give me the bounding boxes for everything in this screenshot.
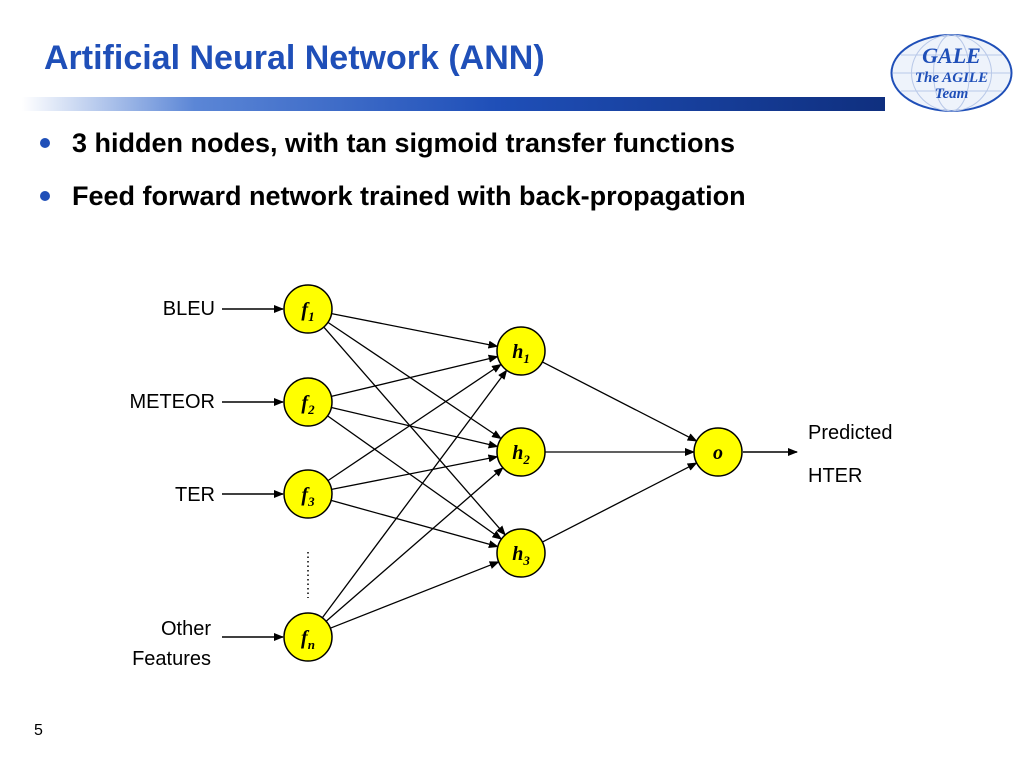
svg-text:h2: h2 [512, 442, 530, 467]
output-label-hter: HTER [808, 465, 862, 487]
input-label-ter: TER [175, 484, 215, 506]
logo-text-gale: GALE [922, 43, 981, 68]
svg-text:f3: f3 [301, 484, 315, 509]
node-subscript: 2 [522, 452, 530, 467]
node-label: f [301, 299, 310, 321]
bullet-dot-icon [40, 190, 50, 201]
node-label: f [301, 627, 310, 649]
svg-text:fn: fn [301, 627, 315, 652]
logo-text-the-agile: The AGILE [915, 70, 988, 86]
connection-line [327, 321, 502, 440]
node-label: f [301, 392, 310, 414]
node-label: h [512, 442, 523, 464]
node-label: o [713, 442, 723, 464]
node-label: h [512, 341, 523, 363]
connection-line [327, 363, 502, 482]
hidden-node-h1: h1 [496, 326, 546, 376]
hidden-node-h2: h2 [496, 427, 546, 477]
node-subscript: 1 [523, 351, 530, 366]
input-node-f3: f3 [283, 469, 333, 519]
connection-line [330, 499, 499, 549]
output-label-predicted: Predicted [808, 422, 893, 444]
bullet-item: Feed forward network trained with back-p… [40, 180, 746, 212]
bullet-text: 3 hidden nodes, with tan sigmoid transfe… [72, 128, 736, 158]
node-label: f [301, 484, 310, 506]
connection-line [330, 561, 500, 629]
slide-number: 5 [34, 722, 43, 739]
node-label: h [512, 543, 523, 565]
connection-line [321, 369, 508, 619]
connection-line [331, 454, 499, 490]
connection-line [327, 415, 503, 540]
title-underline-bar [22, 97, 885, 111]
connection-line [331, 406, 499, 449]
bullet-text: Feed forward network trained with back-p… [72, 181, 746, 211]
logo-text-team: Team [935, 86, 969, 102]
connection-lines [321, 313, 698, 629]
svg-text:f2: f2 [301, 392, 315, 417]
hidden-node-h3: h3 [496, 528, 546, 578]
node-subscript: 2 [307, 402, 315, 417]
node-subscript: 3 [307, 494, 315, 509]
input-node-fn: fn [283, 612, 333, 662]
svg-text:h3: h3 [512, 543, 530, 568]
bullet-item: 3 hidden nodes, with tan sigmoid transfe… [40, 127, 735, 159]
input-node-f2: f2 [283, 377, 333, 427]
svg-text:f1: f1 [301, 299, 314, 324]
connection-line [325, 467, 504, 622]
input-label-bleu: BLEU [163, 298, 215, 320]
input-label-features: Features [132, 648, 211, 670]
connection-line [323, 326, 506, 536]
connection-line [331, 313, 499, 349]
input-label-other: Other [161, 618, 211, 640]
bullet-dot-icon [40, 137, 50, 148]
input-node-f1: f1 [283, 284, 333, 334]
node-subscript: 3 [522, 553, 530, 568]
node-subscript: n [308, 637, 315, 652]
node-subscript: 1 [308, 309, 315, 324]
connection-line [331, 354, 499, 398]
input-label-meteor: METEOR [129, 391, 215, 413]
connection-line [542, 361, 698, 442]
output-node-o: o [693, 427, 743, 477]
svg-text:h1: h1 [512, 341, 530, 366]
slide-title: Artificial Neural Network (ANN) [44, 39, 545, 77]
connection-line [542, 462, 698, 543]
gale-logo: GALE The AGILE Team [890, 34, 1013, 112]
